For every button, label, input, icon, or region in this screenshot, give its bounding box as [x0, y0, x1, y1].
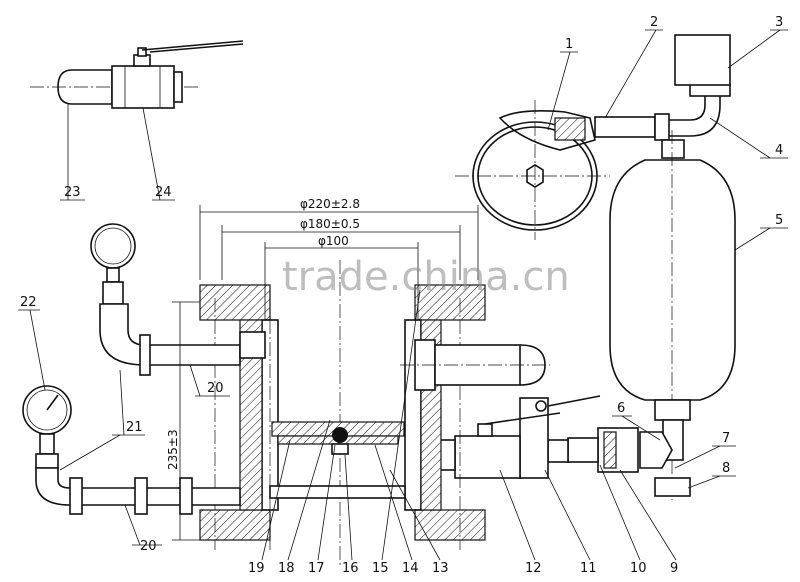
callout-numbers: 1 2 3 4 5 6 7 8 9 10 11 12 13 14 15 16 1…: [20, 15, 783, 576]
callout-19: 19: [248, 561, 265, 576]
callout-3: 3: [775, 15, 783, 30]
callout-6: 6: [617, 401, 625, 416]
callout-23: 23: [64, 185, 81, 200]
main-housing: [199, 260, 486, 565]
pump-motor: [455, 100, 610, 240]
lower-gauge-line: [22, 385, 241, 515]
ball-valve-detail: [30, 40, 244, 201]
watermark: trade.china.cn: [282, 254, 570, 300]
outlet-assembly: [424, 395, 691, 497]
dimension-d1: φ220±2.8: [300, 197, 360, 211]
callout-17: 17: [308, 561, 325, 576]
check-ball: [332, 427, 348, 443]
dimension-height: 235±3: [166, 429, 180, 470]
callout-12: 12: [525, 561, 542, 576]
callout-15: 15: [372, 561, 389, 576]
housing-outlet-pipe: [400, 339, 550, 391]
callout-1: 1: [565, 37, 573, 52]
dimension-d3: φ100: [318, 234, 349, 248]
callout-21: 21: [126, 420, 143, 435]
callout-8: 8: [722, 461, 730, 476]
callout-13: 13: [432, 561, 449, 576]
callout-24: 24: [155, 185, 172, 200]
callout-4: 4: [775, 143, 783, 158]
callout-18: 18: [278, 561, 295, 576]
callout-7: 7: [722, 431, 730, 446]
callout-20-upper: 20: [207, 381, 224, 396]
pump-outlet-pipe: [594, 83, 731, 141]
callout-22: 22: [20, 295, 37, 310]
callout-9: 9: [670, 561, 678, 576]
callout-16: 16: [342, 561, 359, 576]
callout-14: 14: [402, 561, 419, 576]
callout-10: 10: [630, 561, 647, 576]
dimension-lines: [172, 205, 479, 541]
callout-5: 5: [775, 213, 783, 228]
callout-20-lower: 20: [140, 539, 157, 554]
leader-lines: [18, 29, 788, 561]
upper-gauge-line: [90, 223, 266, 376]
top-unit: [674, 34, 731, 86]
callout-11: 11: [580, 561, 597, 576]
callout-2: 2: [650, 15, 658, 30]
dimension-d2: φ180±0.5: [300, 217, 360, 231]
